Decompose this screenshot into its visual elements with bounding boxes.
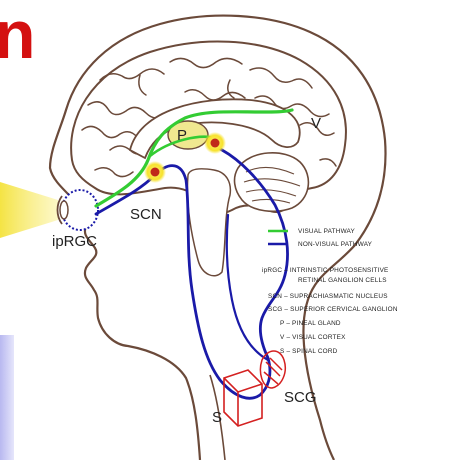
legend-scn: SCN – SUPRACHIASMATIC NUCLEUS <box>268 293 388 300</box>
legend: VISUAL PATHWAY NON-VISUAL PATHWAY ipRGC … <box>262 228 398 355</box>
legend-nonvisual: NON-VISUAL PATHWAY <box>298 241 373 248</box>
legend-s: S – SPINAL CORD <box>280 348 338 355</box>
legend-visual: VISUAL PATHWAY <box>298 228 356 235</box>
brainstem <box>187 169 230 276</box>
eye <box>58 190 99 230</box>
label-v: V <box>311 115 321 132</box>
legend-v: V – VISUAL CORTEX <box>280 334 346 341</box>
light-beam <box>0 182 58 238</box>
label-iprgc: ipRGC <box>52 233 97 250</box>
legend-p: P – PINEAL GLAND <box>280 320 341 327</box>
side-bar <box>0 335 14 460</box>
legend-scg: SCG – SUPERIOR CERVICAL GANGLION <box>268 306 398 313</box>
legend-iprgc-2: RETINAL GANGLION CELLS <box>298 277 387 284</box>
label-p: P <box>177 127 187 144</box>
scn-node <box>144 161 166 183</box>
label-s: S <box>212 409 222 426</box>
legend-iprgc-1: ipRGC – INTRINSTIC PHOTOSENSITIVE <box>262 267 389 274</box>
pineal-node <box>204 132 226 154</box>
title-fragment: n <box>0 0 36 73</box>
scg-ganglion <box>260 351 285 388</box>
label-scg: SCG <box>284 389 317 406</box>
label-scn: SCN <box>130 206 162 223</box>
